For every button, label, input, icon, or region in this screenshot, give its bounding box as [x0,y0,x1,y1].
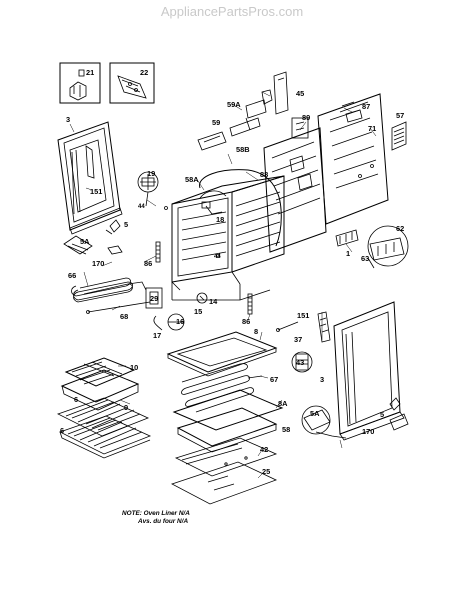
part-170-right-clip[interactable] [389,413,409,431]
part-9-broil-pan[interactable] [60,369,140,411]
part-68-wire[interactable] [86,301,151,314]
part-14-knob[interactable] [196,292,208,304]
callout-44-top: 44 [138,204,145,210]
part-66-broil-element[interactable] [71,277,147,303]
part-87-panel-cap[interactable] [345,109,363,123]
callout-57: 57 [396,111,404,120]
callout-45: 45 [296,89,304,98]
part-62-block[interactable] [367,225,409,267]
callout-66: 66 [68,271,76,280]
callout-15: 15 [194,307,202,316]
callout-21: 21 [86,68,94,77]
part-16-lamp[interactable] [167,313,185,331]
part-17-wire[interactable] [153,315,163,331]
part-5-left-screw[interactable] [105,219,121,235]
part-21-bracket[interactable] [59,62,101,104]
callout-151-right: 151 [297,311,309,320]
callout-22: 22 [140,68,148,77]
callout-58A: 58A [185,175,199,184]
callout-68: 68 [120,312,128,321]
callout-62: 62 [396,224,404,233]
part-29-sensor[interactable] [145,287,163,309]
callout-5A-left: 5A [80,237,90,246]
callout-58B: 58B [236,145,250,154]
callout-42: 42 [260,445,268,454]
callout-17: 17 [153,331,161,340]
part-71-rear-panel[interactable] [317,93,389,225]
callout-86-right: 86 [242,317,250,326]
callout-5-right: 5 [380,410,384,419]
callout-37: 37 [294,335,302,344]
part-89-back-panel[interactable] [263,117,327,253]
part-19-thermostat[interactable] [137,171,159,207]
note-line-1: NOTE: Oven Liner N/A [122,510,190,517]
callout-5A-right: 5A [310,409,320,418]
callout-67: 67 [270,375,278,384]
callout-151-left: 151 [90,187,102,196]
callout-1: 1 [346,249,350,258]
note-line-2: Avs. du four N/A [138,518,189,525]
callout-10: 10 [130,363,138,372]
callout-58: 58 [282,425,290,434]
callout-19: 19 [147,169,155,178]
part-10-broil-pan-insert[interactable] [64,357,136,387]
callout-18: 18 [216,215,224,224]
part-86-left-bracket[interactable] [155,241,161,263]
part-6-oven-rack-bottom[interactable] [58,415,152,459]
callout-9: 9 [124,403,128,412]
callout-8: 8 [254,327,258,336]
callout-59A: 59A [227,100,241,109]
oven-liner-note: NOTE: Oven Liner N/A Avs. du four N/A [122,510,190,526]
part-67-bake-element[interactable] [181,363,263,413]
callout-71: 71 [368,124,376,133]
part-63-screw[interactable] [367,257,375,269]
part-42-tray[interactable] [174,437,278,477]
callout-29: 29 [150,294,158,303]
callout-89: 89 [302,113,310,122]
part-1-terminal[interactable] [335,229,359,247]
part-151-right-bracket[interactable] [317,311,331,343]
part-37-wire[interactable] [276,321,299,332]
callout-8A: 8A [278,399,288,408]
callout-25: 25 [262,467,270,476]
oven-liner-body[interactable] [164,169,285,301]
callout-3-right: 3 [320,375,324,384]
callout-59: 59 [212,118,220,127]
part-22-hinge-bracket[interactable] [109,62,155,104]
part-59-bracket[interactable] [197,131,227,151]
callout-87: 87 [362,102,370,111]
part-45-bracket[interactable] [273,71,289,115]
part-59A-bracket[interactable] [229,89,273,137]
callout-170-right: 170 [362,427,374,436]
part-57-vent[interactable] [391,121,407,151]
callout-6-bottom: 6 [60,426,64,435]
part-58-bottom[interactable] [176,407,278,453]
part-5A-left-hinge[interactable] [63,235,123,255]
callout-63: 63 [361,254,369,263]
callout-86-left: 86 [144,259,152,268]
callout-labels: 21 22 45 59A 89 87 57 71 59 58B 88 58A 3… [60,68,404,476]
part-25-bottom-cover[interactable] [170,461,278,505]
callout-44-mid: 44 [214,254,221,260]
part-43-gasket[interactable] [291,351,313,373]
callout-88: 88 [260,170,268,179]
left-door-assembly[interactable] [57,121,123,235]
callout-14: 14 [209,297,218,306]
leader-lines [69,91,377,479]
right-door-assembly[interactable] [333,301,405,441]
callout-6-top: 6 [74,395,78,404]
callout-170-left: 170 [92,259,104,268]
callout-43: 43 [296,358,304,367]
part-5-right-screw[interactable] [389,397,401,411]
callout-5-left: 5 [124,220,128,229]
part-8-inner-panel[interactable] [166,331,278,377]
watermark: AppliancePartsPros.com [160,4,304,19]
part-8A-panel[interactable] [172,389,284,431]
callout-16: 16 [176,317,184,326]
part-5A-right-hinge[interactable] [301,405,347,439]
callout-3-left: 3 [66,115,70,124]
